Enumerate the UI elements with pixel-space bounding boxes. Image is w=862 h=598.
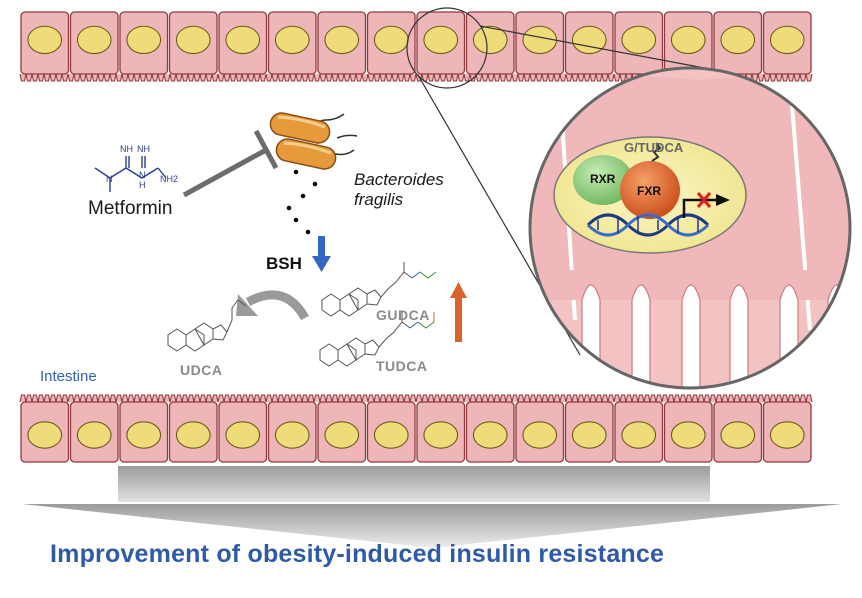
atom-n-right: N [139, 170, 146, 180]
udca-structure [167, 299, 247, 352]
bacteria-name-line1: Bacteroides [354, 170, 444, 189]
bottom-cell-nucleus [472, 421, 508, 449]
bacteria-icon [269, 112, 358, 170]
inhibition-bar-icon [182, 129, 279, 198]
ligand-binding-icon [651, 142, 662, 162]
gudca-structure [321, 262, 437, 317]
top-cell-nucleus [769, 25, 805, 55]
atom-h-under-n: H [139, 180, 146, 190]
bottom-cell-nucleus [324, 421, 360, 449]
bottom-cell-nucleus [571, 421, 607, 449]
bottom-epithelium [19, 394, 813, 463]
dna-icon [586, 213, 710, 237]
top-cell-nucleus [373, 25, 409, 55]
bottom-cell-nucleus [175, 421, 211, 449]
bottom-cell-nucleus [274, 421, 310, 449]
zoom-cell-detail [528, 66, 852, 390]
bacteria-name-line2: fragilis [354, 190, 404, 209]
bottom-cell-nucleus [720, 421, 756, 449]
down-arrow-icon [312, 236, 331, 272]
top-cell-nucleus [324, 25, 360, 55]
top-cell-nucleus [274, 25, 310, 55]
top-cell-nucleus [126, 25, 162, 55]
top-cell-nucleus [621, 25, 657, 55]
metformin-label: Metformin [88, 198, 173, 219]
top-cell-nucleus [670, 25, 706, 55]
top-epithelium [19, 11, 813, 82]
gudca-label: GUDCA [376, 307, 430, 323]
bottom-cell-nucleus [126, 421, 162, 449]
curved-arrow-icon [236, 290, 309, 321]
rxr-receptor [573, 155, 633, 205]
metformin-molecule [94, 156, 167, 192]
top-cell-nucleus [175, 25, 211, 55]
atom-nh2: NH2 [160, 174, 179, 184]
bottom-cell-nucleus [769, 421, 805, 449]
bottom-cell-nucleus [621, 421, 657, 449]
up-arrow-icon [450, 282, 467, 342]
top-cell-nucleus [472, 25, 508, 55]
tudca-structure [319, 312, 435, 367]
blocked-transcription-icon [682, 191, 730, 218]
atom-nh-top-left: NH [120, 144, 133, 154]
secreted-dots [286, 169, 318, 235]
intestine-label: Intestine [40, 368, 97, 385]
bottom-cell-nucleus [225, 421, 261, 449]
bottom-cell-nucleus [423, 421, 459, 449]
atom-nh-top-right: NH [137, 144, 150, 154]
tudca-label: TUDCA [376, 358, 428, 374]
top-cell-nucleus [225, 25, 261, 55]
rxr-label: RXR [590, 172, 616, 186]
top-cell-nucleus [720, 25, 756, 55]
fxr-receptor [620, 161, 680, 219]
bottom-cell-nucleus [27, 421, 63, 449]
bsh-label: BSH [266, 254, 302, 273]
bottom-cell-nucleus [670, 421, 706, 449]
udca-label: UDCA [180, 362, 223, 378]
bottom-cell-nucleus [522, 421, 558, 449]
bottom-cell-nucleus [76, 421, 112, 449]
ligand-label: G/TUDCA [624, 140, 684, 155]
atom-n-left: N [106, 174, 113, 184]
conclusion-title: Improvement of obesity-induced insulin r… [50, 540, 665, 568]
result-arrow [22, 466, 862, 550]
bottom-microvilli [19, 394, 813, 403]
bottom-cell-nucleus [373, 421, 409, 449]
fxr-label: FXR [637, 184, 661, 198]
top-cell-nucleus [27, 25, 63, 55]
top-cell-nucleus [571, 25, 607, 55]
top-cell-nucleus [423, 25, 459, 55]
top-cell-nucleus [76, 25, 112, 55]
